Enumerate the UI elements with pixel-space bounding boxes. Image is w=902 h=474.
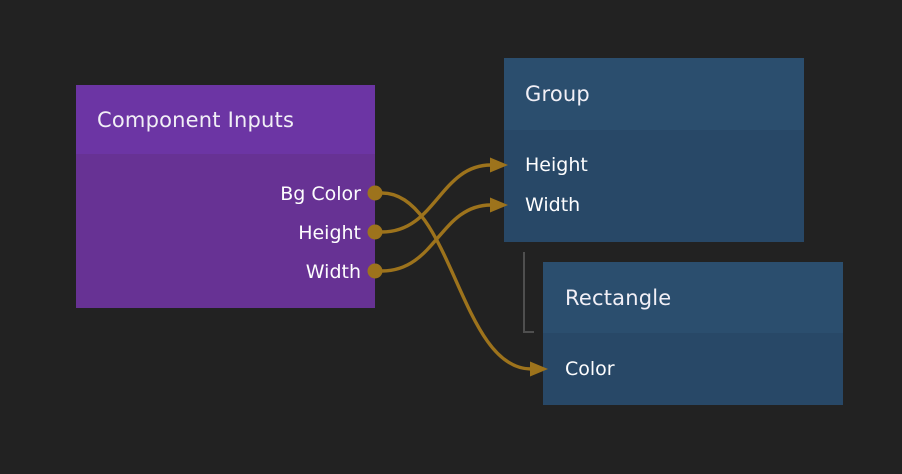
- node-component-inputs-title: Component Inputs: [97, 107, 295, 132]
- node-group-body: Height Width: [504, 130, 804, 242]
- output-port-bg-color[interactable]: Bg Color: [76, 174, 375, 213]
- wire-width-to-width-path[interactable]: [381, 203, 492, 273]
- output-port-width[interactable]: Width: [76, 252, 375, 291]
- input-port-width[interactable]: Width: [504, 185, 804, 225]
- wire-height-to-height-path[interactable]: [381, 163, 492, 234]
- output-port-width-label: Width: [305, 260, 361, 283]
- output-port-height-label: Height: [298, 221, 361, 244]
- input-port-height[interactable]: Height: [504, 145, 804, 185]
- group-to-rectangle-hierarchy-line: [523, 252, 534, 333]
- node-rectangle[interactable]: Rectangle Color: [543, 262, 843, 405]
- output-port-bg-color-label: Bg Color: [280, 182, 361, 205]
- node-component-inputs-body: Bg Color Height Width: [76, 154, 375, 308]
- node-group-header[interactable]: Group: [504, 58, 804, 130]
- node-component-inputs-header[interactable]: Component Inputs: [76, 85, 375, 154]
- input-port-height-label: Height: [525, 154, 588, 176]
- node-group[interactable]: Group Height Width: [504, 58, 804, 242]
- wire-width-to-width[interactable]: [381, 197, 508, 273]
- node-component-inputs[interactable]: Component Inputs Bg Color Height Width: [76, 85, 375, 308]
- output-port-height[interactable]: Height: [76, 213, 375, 252]
- input-port-color-label: Color: [565, 358, 615, 380]
- node-rectangle-body: Color: [543, 333, 843, 405]
- node-rectangle-title: Rectangle: [565, 285, 672, 310]
- input-port-width-label: Width: [525, 194, 581, 216]
- wire-height-to-height[interactable]: [381, 157, 508, 234]
- input-port-color[interactable]: Color: [543, 349, 843, 389]
- node-group-title: Group: [525, 82, 590, 106]
- node-rectangle-header[interactable]: Rectangle: [543, 262, 843, 333]
